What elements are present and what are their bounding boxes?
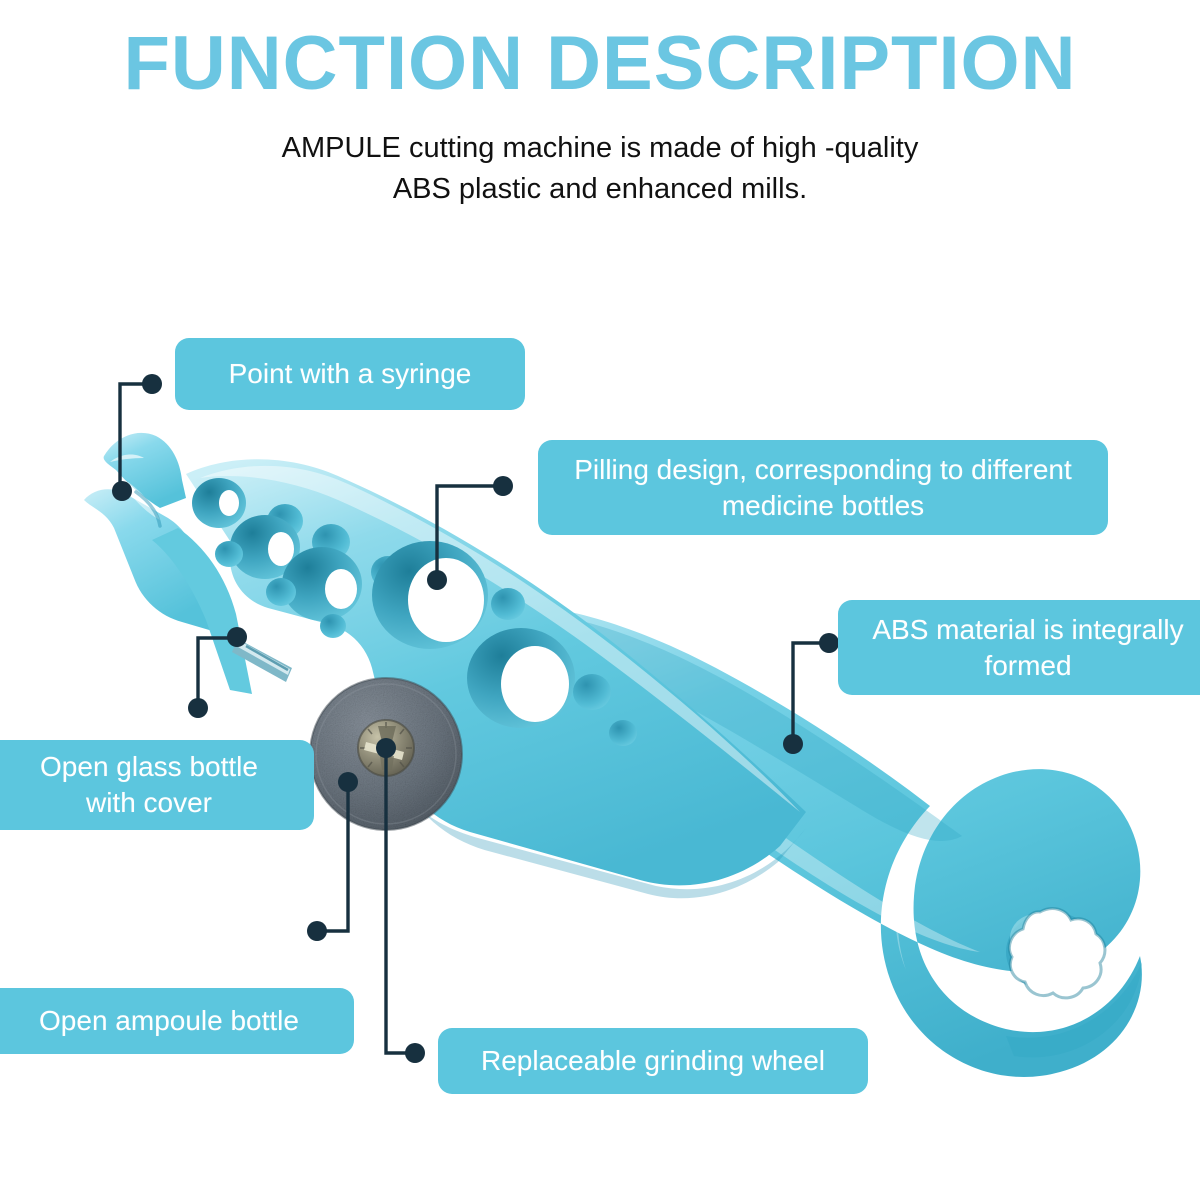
callout-text-abs-material-line1: ABS material is integrally — [872, 613, 1184, 645]
callout-text-pilling-design-line1: Pilling design, corresponding to differe… — [574, 453, 1072, 485]
subtitle-line-1: AMPULE cutting machine is made of high -… — [281, 132, 919, 164]
callout-text-abs-material-line2: formed — [984, 649, 1072, 681]
callout-abs-material[interactable]: ABS material is integrally formed — [838, 600, 1200, 695]
callout-pilling-design[interactable]: Pilling design, corresponding to differe… — [538, 440, 1108, 535]
callout-text-open-glass-bottle-line2: with cover — [85, 787, 213, 818]
callout-open-glass-bottle[interactable]: Open glass bottle with cover — [0, 740, 314, 830]
callout-open-ampoule-bottle[interactable]: Open ampoule bottle — [0, 988, 354, 1054]
callout-point-with-syringe[interactable]: Point with a syringe — [175, 338, 525, 410]
flower-cap-opener-hole — [1006, 907, 1107, 1000]
callout-text-point-with-syringe: Point with a syringe — [228, 358, 472, 390]
subtitle-line-2: ABS plastic and enhanced mills. — [392, 173, 808, 206]
callout-text-open-glass-bottle-line1: Open glass bottle — [40, 751, 258, 783]
callout-text-open-ampoule-bottle: Open ampoule bottle — [39, 1005, 299, 1037]
callout-replaceable-grinding-wheel[interactable]: Replaceable grinding wheel — [438, 1028, 868, 1094]
page-title: FUNCTION DESCRIPTION — [123, 21, 1077, 106]
callout-text-pilling-design-line2: medicine bottles — [721, 489, 925, 521]
center-screw — [357, 719, 415, 777]
blade-slot — [232, 639, 292, 682]
page-subtitle: AMPULE cutting machine is made of high -… — [0, 128, 1200, 210]
callout-text-replaceable-grinding-wheel: Replaceable grinding wheel — [480, 1045, 825, 1077]
